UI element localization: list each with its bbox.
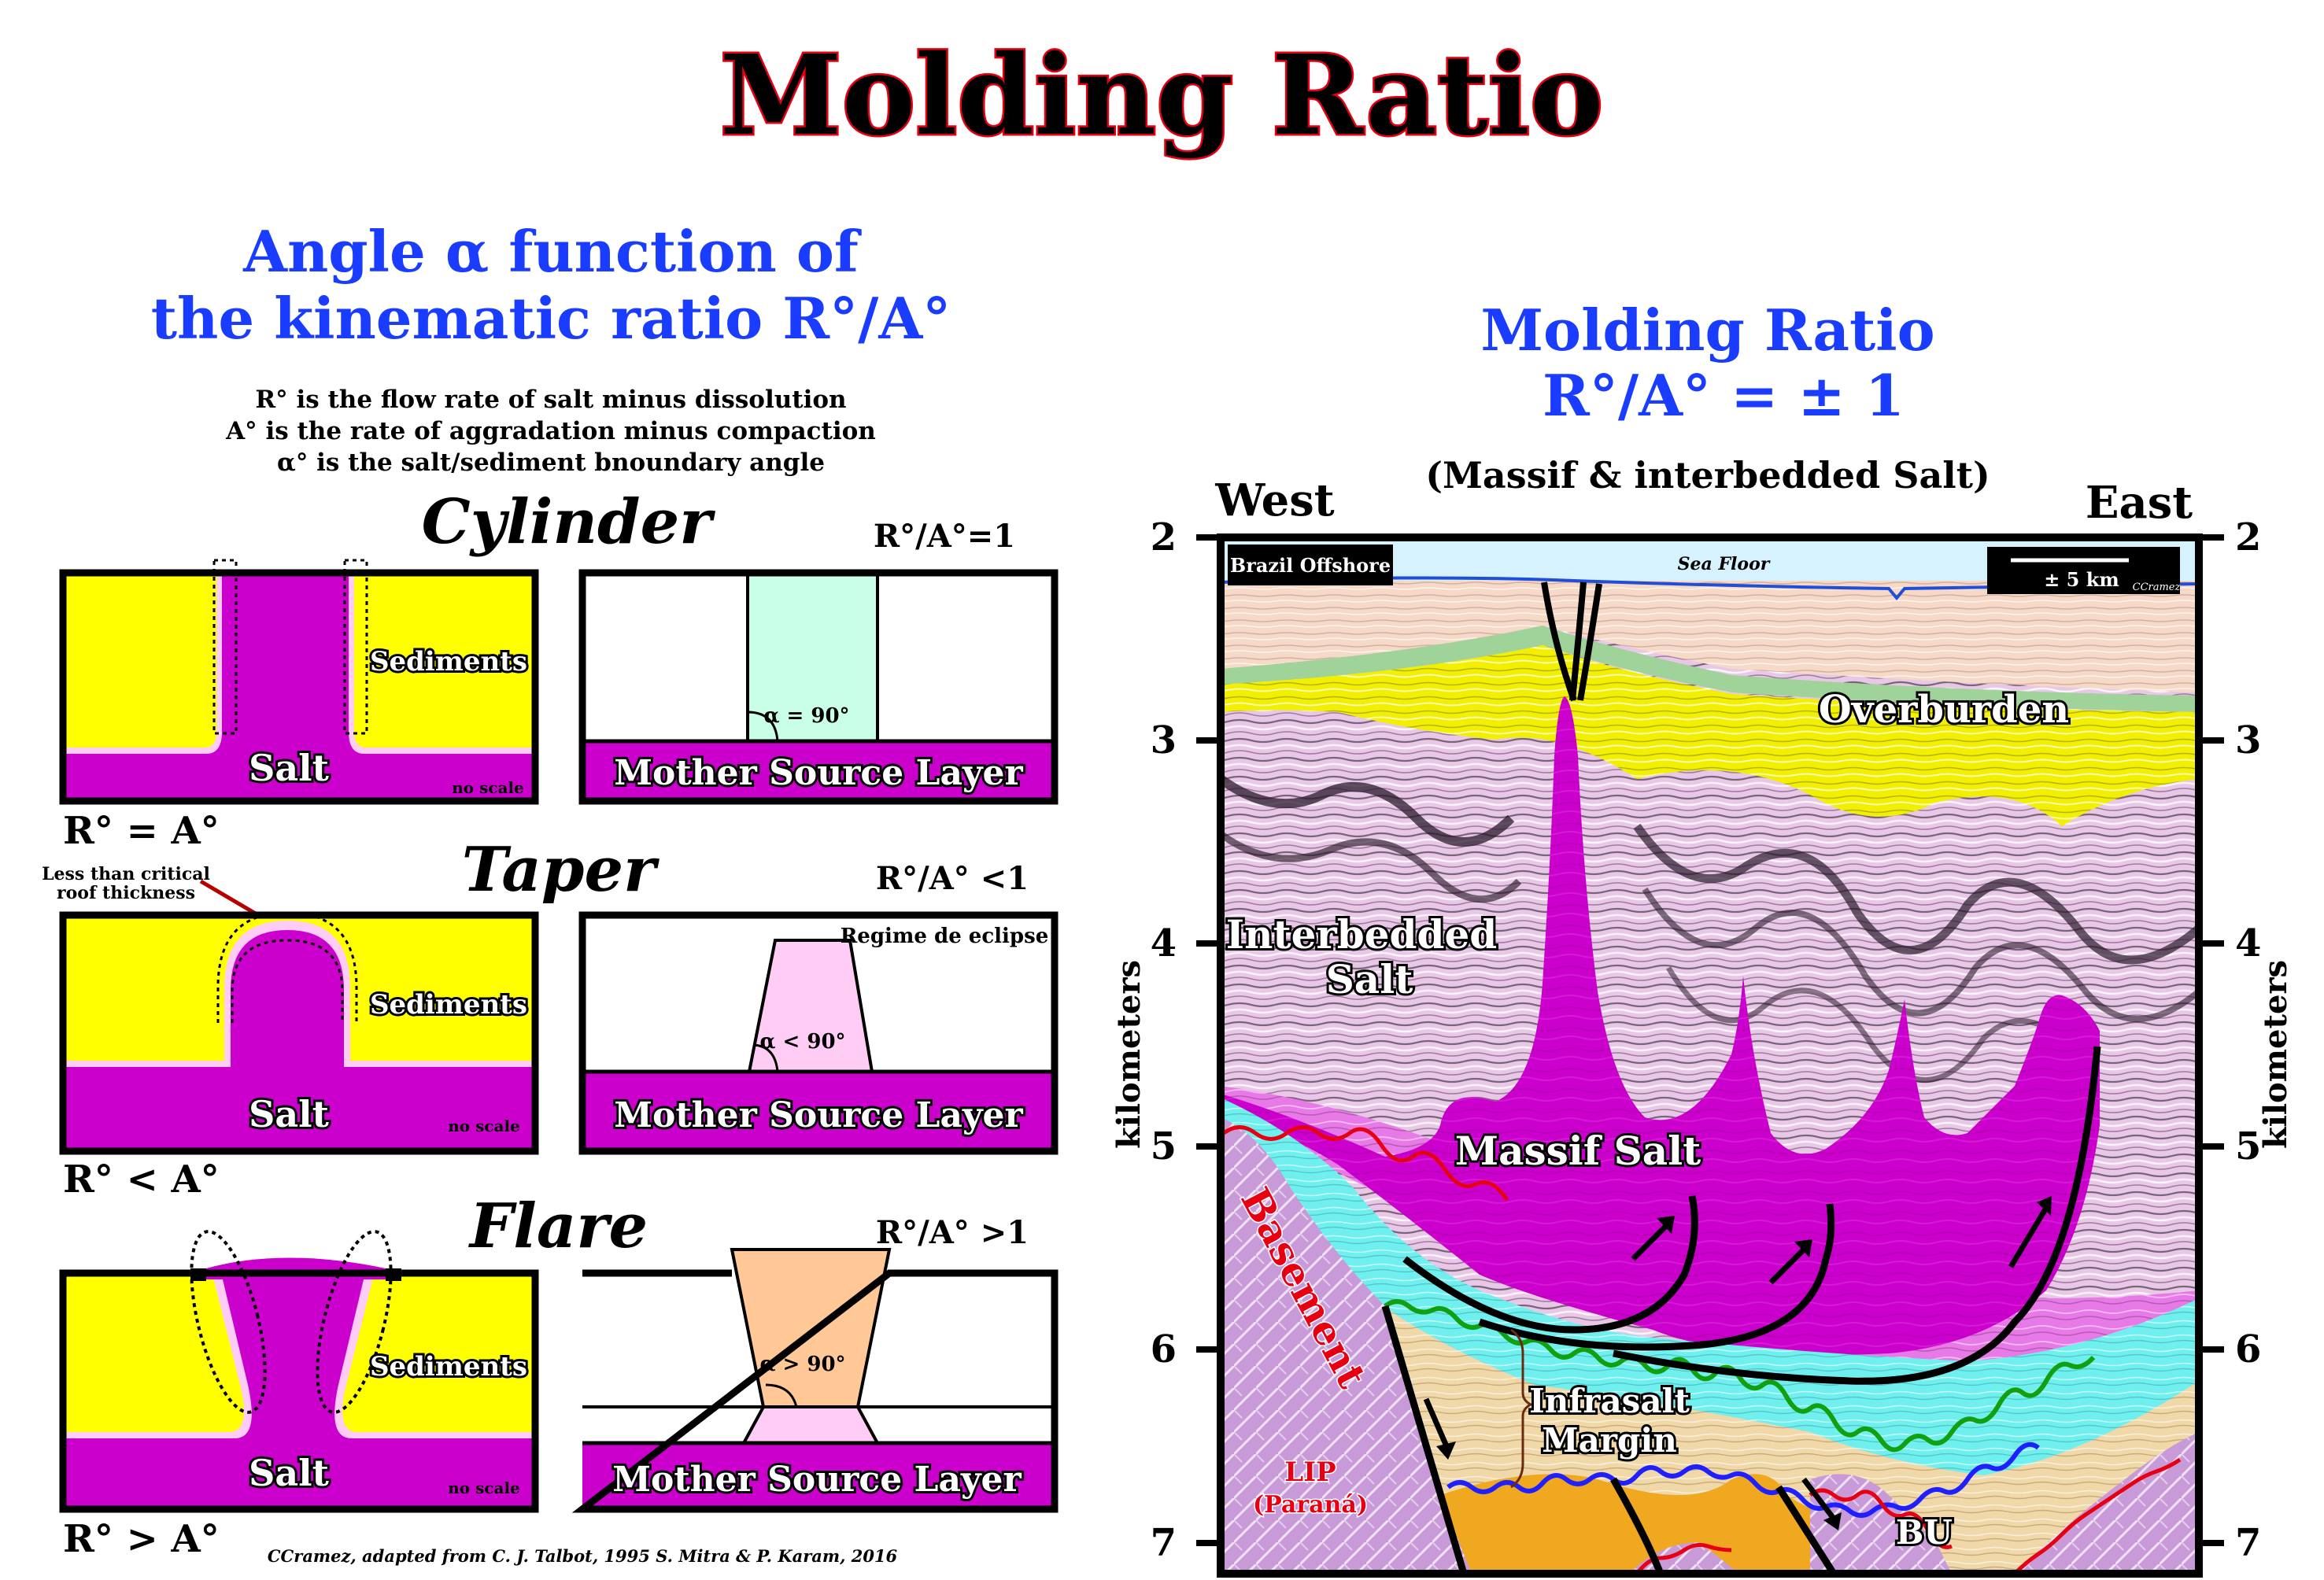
scale-bar: ± 5 km CCramez bbox=[1987, 547, 2181, 594]
flare-sediments-label: Sediments bbox=[370, 1351, 527, 1382]
cylinder-sediments-label: Sediments bbox=[370, 646, 527, 677]
cylinder-row: Cylinder R°/A°=1 Sediments Salt no scale… bbox=[59, 486, 1059, 853]
left-heading-line1: Angle α function of bbox=[242, 218, 862, 285]
right-depth-tick-label: 2 bbox=[2235, 515, 2261, 559]
left-depth-tick-label: 4 bbox=[1151, 921, 1177, 965]
taper-no-scale: no scale bbox=[448, 1117, 520, 1135]
right-depth-tick-label: 3 bbox=[2235, 718, 2261, 762]
cylinder-salt-label: Salt bbox=[249, 747, 330, 789]
taper-salt-label: Salt bbox=[249, 1093, 330, 1135]
left-heading: Angle α function of the kinematic ratio … bbox=[151, 218, 951, 352]
cylinder-angle: α = 90° bbox=[763, 704, 849, 728]
east-label: East bbox=[2086, 477, 2193, 529]
right-heading-line1: Molding Ratio bbox=[1480, 297, 1934, 364]
flare-relation: R° > A° bbox=[63, 1517, 220, 1561]
taper-salt-panel: Sediments Salt no scale bbox=[59, 911, 539, 1155]
right-heading-line2: R°/A° = ± 1 bbox=[1543, 362, 1905, 429]
taper-row: Taper R°/A° <1 Less than critical roof t… bbox=[42, 834, 1059, 1202]
right-subtitle: (Massif & interbedded Salt) bbox=[1425, 454, 1990, 497]
overburden-label: Overburden bbox=[1819, 688, 2069, 732]
infrasalt-label-line2: Margin bbox=[1542, 1421, 1677, 1460]
definition-a: A° is the rate of aggradation minus comp… bbox=[225, 417, 876, 445]
massif-salt-label: Massif Salt bbox=[1455, 1128, 1701, 1174]
left-depth-tick-label: 6 bbox=[1151, 1327, 1177, 1371]
definitions: R° is the flow rate of salt minus dissol… bbox=[225, 386, 876, 477]
left-credit: CCramez, adapted from C. J. Talbot, 1995… bbox=[268, 1546, 898, 1566]
left-depth-tick-label: 3 bbox=[1151, 718, 1177, 762]
flare-ratio: R°/A° >1 bbox=[876, 1214, 1029, 1251]
taper-ratio: R°/A° <1 bbox=[876, 860, 1029, 897]
author-tag: CCramez bbox=[2133, 581, 2181, 593]
cylinder-model-panel: α = 90° Mother Source Layer bbox=[578, 569, 1059, 805]
flare-salt-panel: Sediments Salt no scale bbox=[59, 1230, 539, 1513]
flare-mother-source: Mother Source Layer bbox=[612, 1460, 1022, 1500]
flare-salt-label: Salt bbox=[249, 1452, 330, 1494]
interbedded-label-line1: Interbedded bbox=[1226, 911, 1497, 958]
right-depth-tick-label: 6 bbox=[2235, 1327, 2261, 1371]
left-depth-tick-label: 2 bbox=[1151, 515, 1177, 559]
taper-angle: α < 90° bbox=[759, 1030, 845, 1054]
section-frame bbox=[1217, 533, 2203, 1578]
flare-no-scale: no scale bbox=[448, 1478, 520, 1497]
taper-mother-source: Mother Source Layer bbox=[614, 1095, 1023, 1135]
definition-alpha: α° is the salt/sediment bnoundary angle bbox=[277, 449, 825, 477]
scale-bar-label: ± 5 km bbox=[2044, 568, 2119, 591]
flare-model-panel: α > 90° Mother Source Layer bbox=[571, 1248, 1059, 1513]
flare-row: Flare R°/A° >1 Sediments Salt no scale R… bbox=[59, 1191, 1059, 1561]
definition-r: R° is the flow rate of salt minus dissol… bbox=[255, 386, 846, 414]
location-tag: Brazil Offshore bbox=[1228, 545, 1393, 585]
right-depth-tick-label: 7 bbox=[2235, 1521, 2261, 1565]
parana-label: (Paraná) bbox=[1253, 1491, 1368, 1519]
right-depth-tick-label: 4 bbox=[2235, 921, 2261, 965]
sea-floor-label: Sea Floor bbox=[1678, 554, 1771, 574]
location-label: Brazil Offshore bbox=[1230, 554, 1391, 577]
taper-title: Taper bbox=[462, 834, 660, 906]
right-axis-label: kilometers bbox=[2257, 960, 2294, 1149]
taper-sediments-label: Sediments bbox=[370, 989, 527, 1021]
lip-label: LIP bbox=[1284, 1456, 1336, 1488]
seismic-section: Overburden Interbedded Salt Massif Salt … bbox=[1221, 537, 2199, 1574]
taper-roof-note-line2: roof thickness bbox=[57, 883, 195, 903]
taper-model-panel: α < 90° Regime de eclipse Mother Source … bbox=[578, 911, 1059, 1155]
cylinder-ratio: R°/A°=1 bbox=[874, 518, 1015, 555]
taper-relation: R° < A° bbox=[63, 1157, 220, 1202]
flare-title: Flare bbox=[468, 1191, 648, 1262]
left-depth-tick-label: 5 bbox=[1151, 1124, 1177, 1168]
interbedded-label-line2: Salt bbox=[1326, 956, 1413, 1002]
cylinder-no-scale: no scale bbox=[452, 778, 524, 797]
taper-regime-label: Regime de eclipse bbox=[841, 925, 1049, 948]
right-depth-tick-label: 5 bbox=[2235, 1124, 2261, 1168]
left-axis-label: kilometers bbox=[1110, 960, 1147, 1149]
bu-label: BU bbox=[1896, 1513, 1953, 1552]
taper-roof-note-line1: Less than critical bbox=[42, 864, 210, 884]
left-heading-line2: the kinematic ratio R°/A° bbox=[151, 285, 951, 352]
right-heading: Molding Ratio R°/A° = ± 1 (Massif & inte… bbox=[1214, 297, 2193, 529]
cylinder-salt-panel: Sediments Salt no scale bbox=[59, 559, 539, 805]
left-depth-tick-label: 7 bbox=[1151, 1521, 1177, 1565]
west-label: West bbox=[1214, 474, 1334, 526]
cylinder-mother-source: Mother Source Layer bbox=[614, 753, 1023, 793]
main-title: Molding Ratio bbox=[720, 31, 1604, 161]
cylinder-relation: R° = A° bbox=[63, 809, 220, 853]
infrasalt-label-line1: Infrasalt bbox=[1529, 1382, 1690, 1420]
cylinder-title: Cylinder bbox=[422, 486, 716, 558]
depth-axes: 2 2 3 3 4 4 5 5 6 6 7 7 bbox=[1151, 515, 2262, 1565]
